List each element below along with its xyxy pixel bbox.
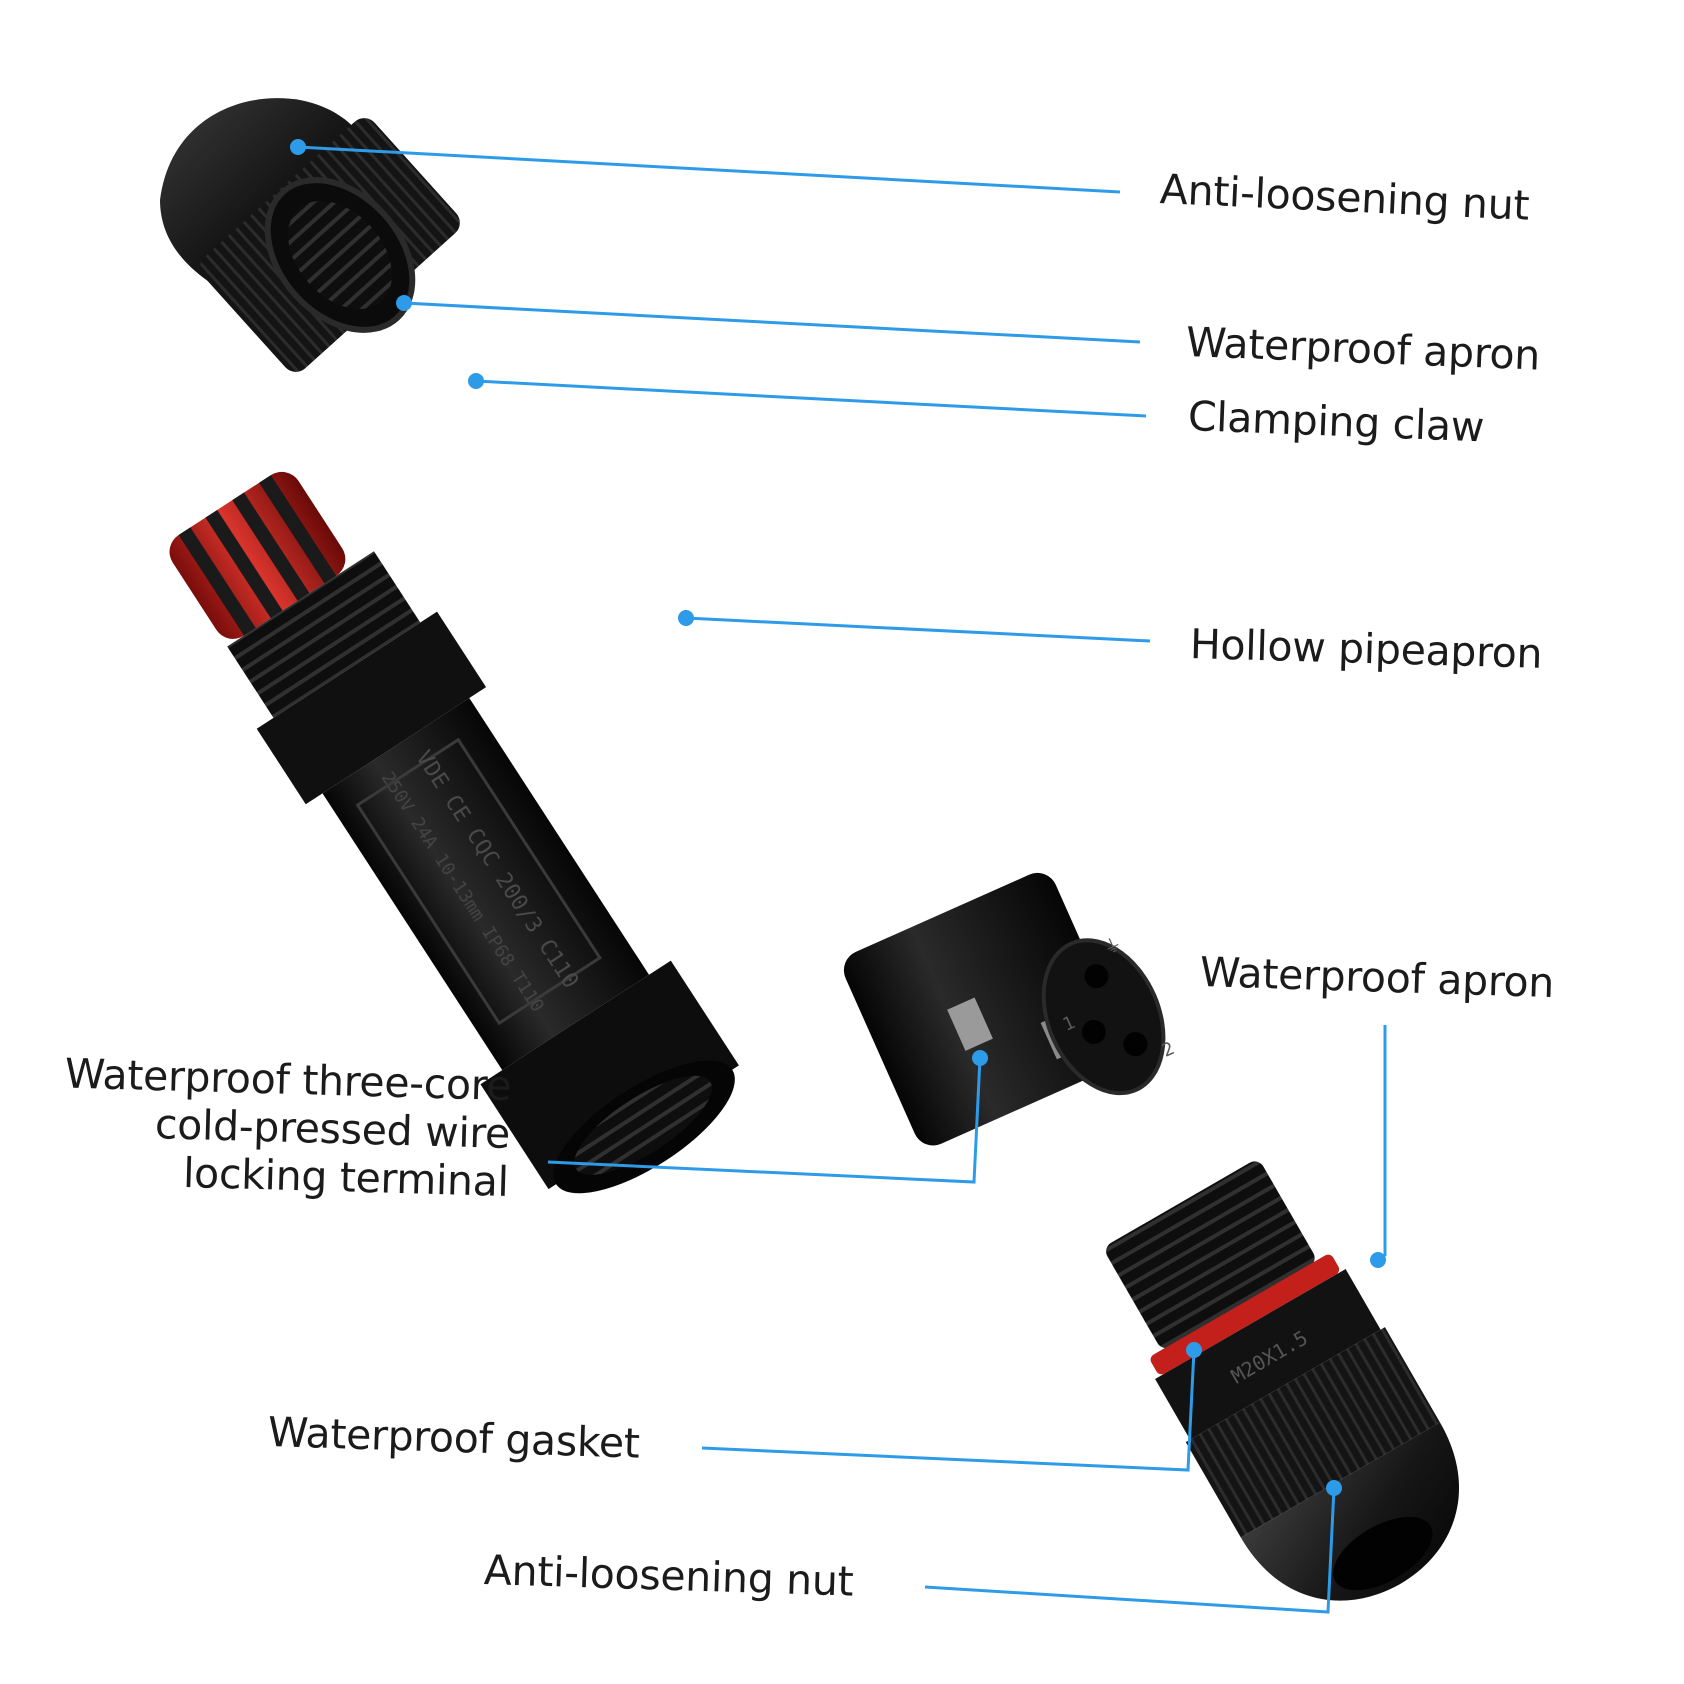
leader-line-clamping-claw	[475, 379, 1147, 418]
leader-line-gasket	[701, 1349, 1196, 1472]
terminal-hole-1	[1081, 1019, 1106, 1044]
bottom-cable-gland: M20X1.5	[1106, 1161, 1460, 1601]
clamping-claw	[227, 551, 421, 718]
leader-line-top-apron	[403, 301, 1141, 344]
terminal-housing	[843, 872, 1127, 1146]
leader-dot-gasket	[1186, 1342, 1202, 1358]
leader-dot-terminal	[972, 1050, 988, 1066]
bottom-waterproof-apron	[1155, 1269, 1381, 1440]
leader-line-bottom-apron	[1377, 1025, 1387, 1262]
leader-dots	[290, 139, 1386, 1496]
leader-dot-bottom-nut	[1326, 1480, 1342, 1496]
terminal-contact-1	[947, 997, 993, 1051]
leader-lines	[297, 145, 1387, 1614]
gland-cable-hole	[1333, 1516, 1433, 1591]
body-label-plate	[355, 737, 602, 1026]
label-terminal: Waterproof three-core cold-pressed wire …	[38, 1049, 512, 1206]
bottom-anti-loosening-nut	[1185, 1327, 1440, 1538]
leader-line-terminal	[547, 1057, 982, 1184]
leader-dot-clamping-claw	[468, 373, 484, 389]
leader-dot-top-nut	[290, 139, 306, 155]
hollow-pipe-body	[322, 698, 650, 1071]
leader-dot-hollow-pipe	[678, 610, 694, 626]
body-hex-collar-bottom	[480, 960, 739, 1190]
terminal-hole-2	[1123, 1032, 1148, 1057]
gland-thread	[1106, 1161, 1315, 1349]
terminal-hole-earth	[1084, 964, 1109, 989]
leader-dot-bottom-apron	[1370, 1252, 1386, 1268]
top-anti-loosening-nut	[160, 98, 460, 372]
body-hex-collar-top	[256, 611, 487, 805]
leader-dot-top-apron	[396, 295, 412, 311]
label-hollow-pipe: Hollow pipeapron	[1189, 620, 1543, 678]
leader-line-hollow-pipe	[685, 616, 1151, 643]
three-core-terminal: ⏚ 1 2	[843, 872, 1178, 1146]
main-body-group: VDE CE CQC 200/3 C110 250V 24A 10-13mm I…	[169, 471, 739, 1194]
leader-line-bottom-nut	[924, 1487, 1336, 1614]
leader-line-top-nut	[297, 145, 1121, 194]
